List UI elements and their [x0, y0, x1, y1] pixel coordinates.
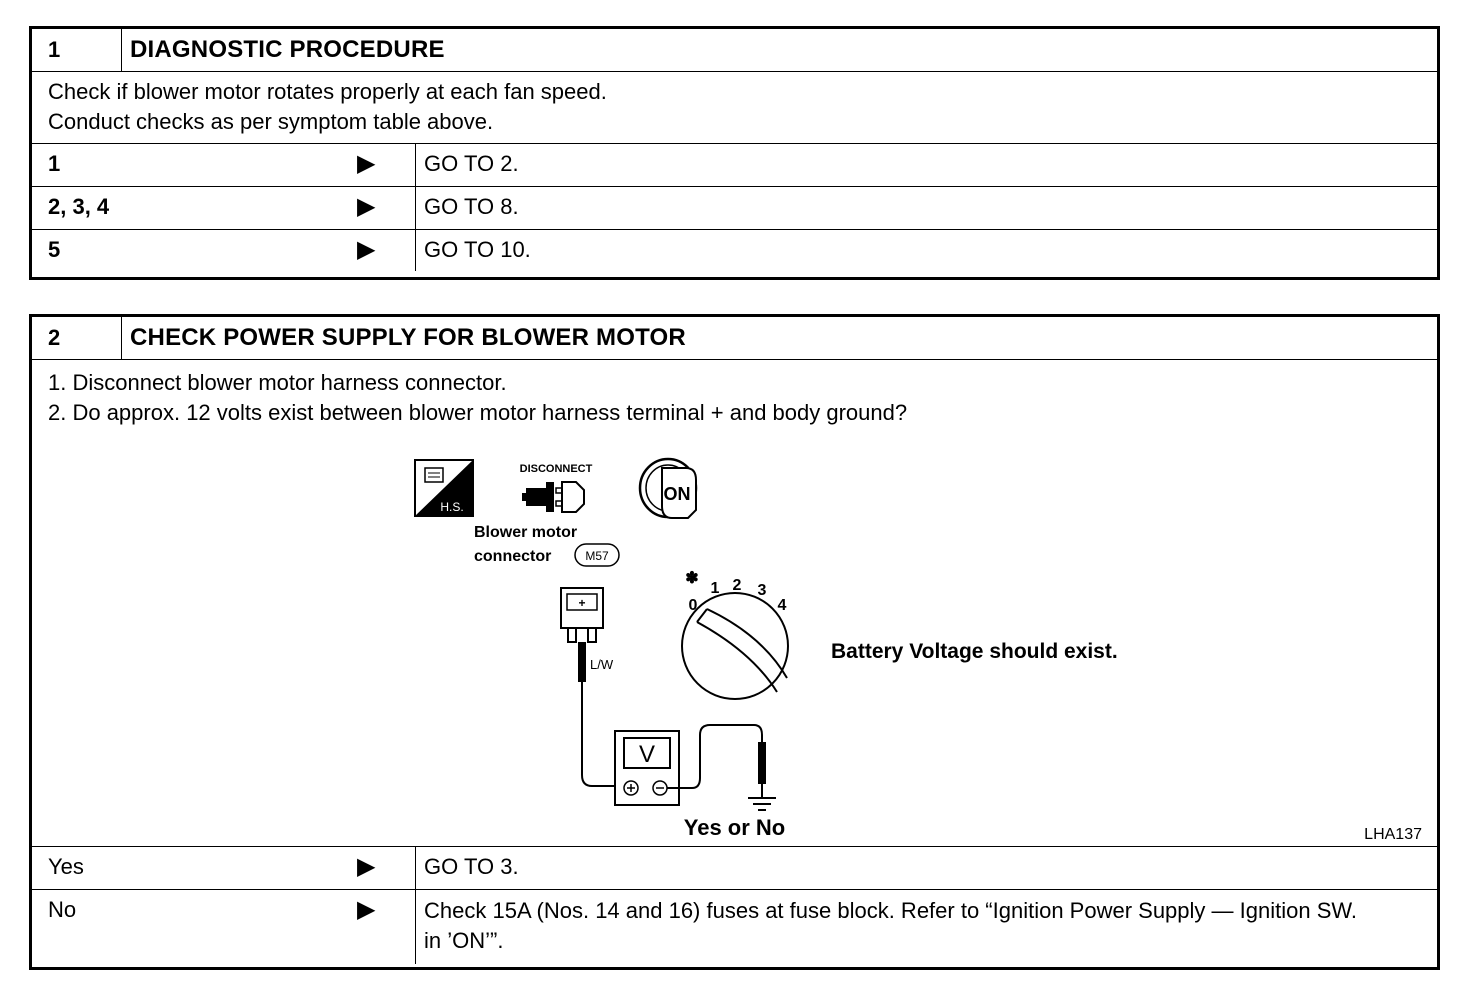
fan-speed-4: 4: [778, 597, 787, 614]
column-divider: [415, 144, 416, 186]
ground-probe: [758, 742, 766, 784]
result-condition: Yes: [48, 854, 84, 879]
yes-or-no-question: Yes or No: [683, 815, 786, 840]
fan-speed-3: 3: [758, 582, 767, 599]
arrow-icon: ▶: [357, 193, 376, 220]
result-condition: 2, 3, 4: [48, 194, 110, 219]
description-line: Conduct checks as per symptom table abov…: [48, 109, 494, 134]
section-title: DIAGNOSTIC PROCEDURE: [130, 36, 445, 63]
result-condition: 5: [48, 237, 61, 262]
arrow-icon: ▶: [357, 236, 376, 263]
result-action: GO TO 8.: [424, 194, 519, 219]
result-row: 1 ▶ GO TO 2.: [32, 143, 1437, 186]
result-action: GO TO 3.: [424, 854, 519, 879]
section-header: 1 DIAGNOSTIC PROCEDURE: [32, 29, 1437, 72]
disconnect-label: DISCONNECT: [520, 463, 593, 475]
fan-speed-1: 1: [711, 580, 720, 597]
step-number: 2: [32, 317, 122, 359]
ignition-on-icon: ON: [638, 457, 698, 519]
ignition-on-label: ON: [664, 484, 691, 504]
harness-side-icon: H.S.: [414, 459, 474, 517]
result-row: No ▶ Check 15A (Nos. 14 and 16) fuses at…: [32, 889, 1437, 964]
terminal-label: +: [578, 596, 585, 610]
result-row: Yes ▶ GO TO 3.: [32, 846, 1437, 889]
ground-icon: [748, 784, 776, 811]
voltmeter: V: [614, 730, 680, 806]
instruction-item: 1. Disconnect blower motor harness conne…: [48, 370, 507, 395]
description-line: Check if blower motor rotates properly a…: [48, 79, 607, 104]
fan-off-marker: ✽: [685, 570, 698, 587]
section-header: 2 CHECK POWER SUPPLY FOR BLOWER MOTOR: [32, 317, 1437, 360]
meter-display: V: [639, 741, 655, 768]
instruction-area: 1. Disconnect blower motor harness conne…: [32, 360, 1437, 842]
result-condition: 1: [48, 151, 61, 176]
instruction-item: 2. Do approx. 12 volts exist between blo…: [48, 400, 908, 425]
result-action: Check 15A (Nos. 14 and 16) fuses at fuse…: [424, 898, 1358, 953]
arrow-icon: ▶: [357, 150, 376, 177]
connector-code: M57: [585, 549, 609, 563]
result-action: GO TO 10.: [424, 237, 531, 262]
figure-code: LHA137: [1364, 826, 1422, 842]
arrow-icon: ▶: [357, 853, 376, 880]
hs-label: H.S.: [440, 500, 463, 514]
fan-speed-0: 0: [689, 597, 698, 614]
blower-motor-connector: +: [560, 587, 604, 643]
fan-speed-switch: ✽ 0 1 2 3 4: [681, 570, 789, 700]
result-condition: No: [48, 897, 77, 922]
instruction-list: 1. Disconnect blower motor harness conne…: [48, 368, 907, 428]
description: Check if blower motor rotates properly a…: [32, 72, 1437, 143]
result-row: 2, 3, 4 ▶ GO TO 8.: [32, 186, 1437, 229]
positive-lead: [581, 682, 617, 787]
battery-voltage-note: Battery Voltage should exist.: [831, 640, 1118, 663]
disconnect-icon: DISCONNECT: [520, 463, 593, 513]
connector-code-badge: [574, 543, 620, 567]
connector-label-line2: connector: [474, 548, 551, 565]
result-row: 5 ▶ GO TO 10.: [32, 229, 1437, 271]
negative-lead: [667, 724, 763, 789]
wire-color-label: L/W: [590, 657, 614, 672]
fan-speed-2: 2: [733, 577, 742, 594]
column-divider: [415, 890, 416, 964]
result-action: GO TO 2.: [424, 151, 519, 176]
section-title: CHECK POWER SUPPLY FOR BLOWER MOTOR: [130, 324, 686, 351]
measurement-diagram: H.S. DISCONNECT ON Blower motor connecto…: [414, 457, 1422, 842]
diagnostic-procedure-section: 1 DIAGNOSTIC PROCEDURE Check if blower m…: [29, 26, 1440, 280]
power-supply-check-section: 2 CHECK POWER SUPPLY FOR BLOWER MOTOR 1.…: [29, 314, 1440, 970]
column-divider: [415, 230, 416, 271]
arrow-icon: ▶: [357, 896, 376, 923]
column-divider: [415, 847, 416, 889]
probe: [578, 642, 586, 682]
column-divider: [415, 187, 416, 229]
step-number: 1: [32, 29, 122, 71]
connector-label-line1: Blower motor: [474, 524, 577, 541]
